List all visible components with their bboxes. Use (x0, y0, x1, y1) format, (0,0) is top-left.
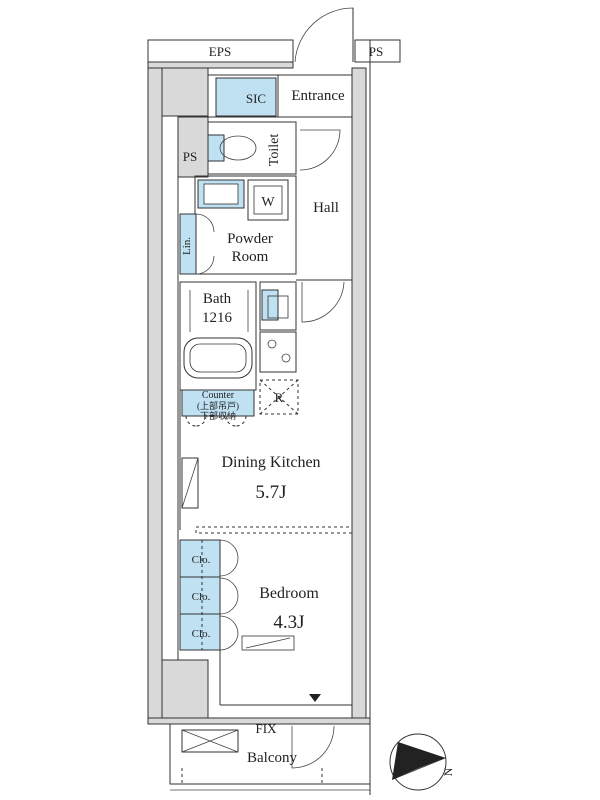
bathtub (183, 337, 253, 379)
hall-door[interactable] (301, 281, 345, 323)
north-compass-icon (389, 733, 447, 791)
kitchen-appliances (259, 281, 299, 415)
bedroom-size-label: 4.3J (273, 612, 304, 633)
entry-marker-icon (309, 694, 321, 702)
dining-kitchen-label: Dining Kitchen (221, 454, 320, 471)
balcony-label: Balcony (247, 750, 297, 766)
ps-top-label: PS (369, 44, 383, 59)
fix-label: FIX (256, 721, 278, 736)
refrigerator-label: R (275, 390, 284, 405)
entrance-label: Entrance (291, 88, 345, 104)
washing-machine-space (247, 179, 289, 221)
counter-label: Counter (202, 390, 235, 401)
balcony-door[interactable] (291, 725, 335, 769)
toilet-tank (207, 134, 225, 162)
closet-label-2: Clo. (192, 591, 211, 603)
linen-storage (179, 213, 197, 275)
dining-kitchen-room (179, 390, 353, 534)
powder-room-label-line2: Room (232, 249, 269, 265)
lin-label: Lin. (181, 237, 193, 255)
refrigerator-space (259, 379, 299, 415)
counter-lower-note: 下部収納 (200, 410, 236, 421)
eps-label: EPS (209, 44, 231, 59)
outer-walls (147, 39, 401, 795)
toilet-door[interactable] (299, 129, 341, 171)
bedroom-label: Bedroom (259, 585, 319, 602)
hall-label: Hall (313, 200, 339, 216)
balcony-area (169, 723, 371, 791)
entrance-area (207, 7, 354, 118)
toilet-area (177, 116, 341, 178)
sic-label: SIC (246, 91, 266, 106)
closet-label-3: Clo. (192, 628, 211, 640)
bedroom-room (179, 539, 352, 706)
north-label: N (441, 767, 455, 776)
hall-area (296, 279, 352, 323)
stove (259, 331, 297, 373)
powder-room-area (179, 175, 297, 275)
counter-upper-note: (上部吊戸) (197, 400, 239, 411)
closet-label-1: Clo. (192, 554, 211, 566)
counter (181, 389, 255, 427)
dining-kitchen-size-label: 5.7J (255, 482, 286, 503)
bath-size-label: 1216 (202, 310, 233, 326)
toilet-label: Toilet (267, 134, 282, 167)
sic-storage (215, 77, 277, 117)
entrance-door[interactable] (294, 7, 354, 63)
w-label: W (261, 195, 275, 210)
powder-room-label-line1: Powder (227, 231, 273, 247)
kitchen-sink (261, 289, 279, 321)
closets (179, 539, 221, 651)
toilet-bowl (219, 135, 257, 161)
bath-label: Bath (203, 291, 232, 307)
ps-side-label: PS (183, 149, 197, 164)
